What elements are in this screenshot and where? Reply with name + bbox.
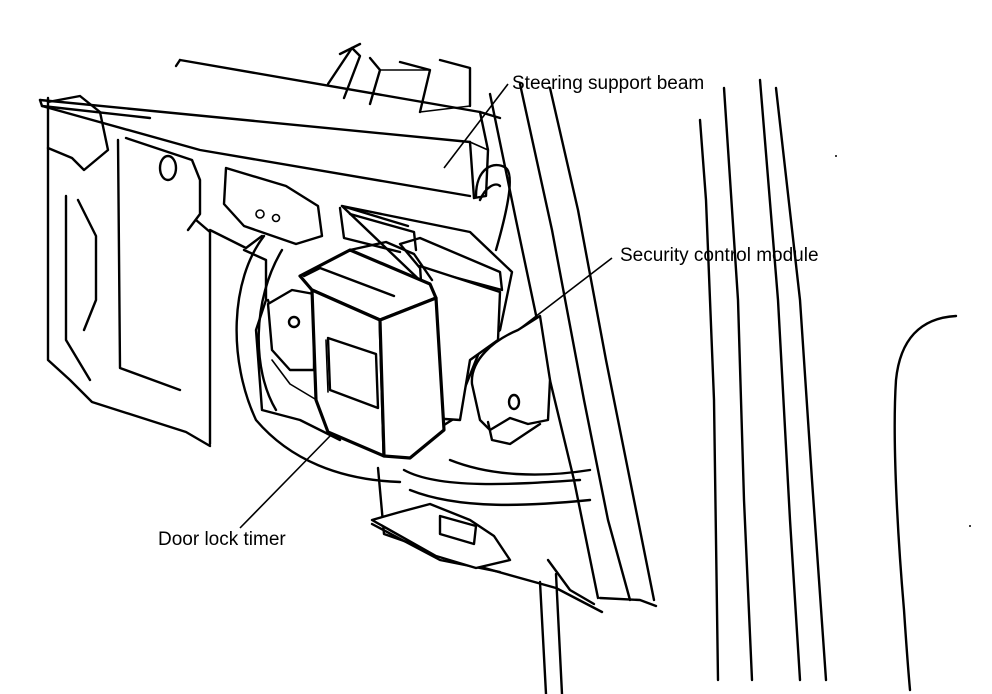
steering-support-beam-label: Steering support beam — [512, 73, 705, 94]
door-lock-timer — [266, 240, 446, 460]
upper-bracket — [326, 42, 472, 114]
stray-dot — [969, 525, 971, 527]
door-lock-timer-label: Door lock timer — [158, 529, 286, 550]
dashboard-housing — [46, 94, 342, 448]
right-panel — [893, 314, 958, 692]
leader-security-control-module — [517, 257, 613, 331]
duct — [235, 163, 511, 484]
lower-harness — [370, 458, 604, 694]
leader-lines — [239, 83, 613, 529]
stray-dot — [835, 155, 837, 157]
steering-support-beam — [38, 58, 502, 200]
leader-door-lock-timer — [239, 433, 333, 529]
security-control-module-label: Security control module — [620, 245, 819, 266]
security-control-module — [338, 204, 552, 446]
leader-steering-support-beam — [443, 83, 509, 169]
